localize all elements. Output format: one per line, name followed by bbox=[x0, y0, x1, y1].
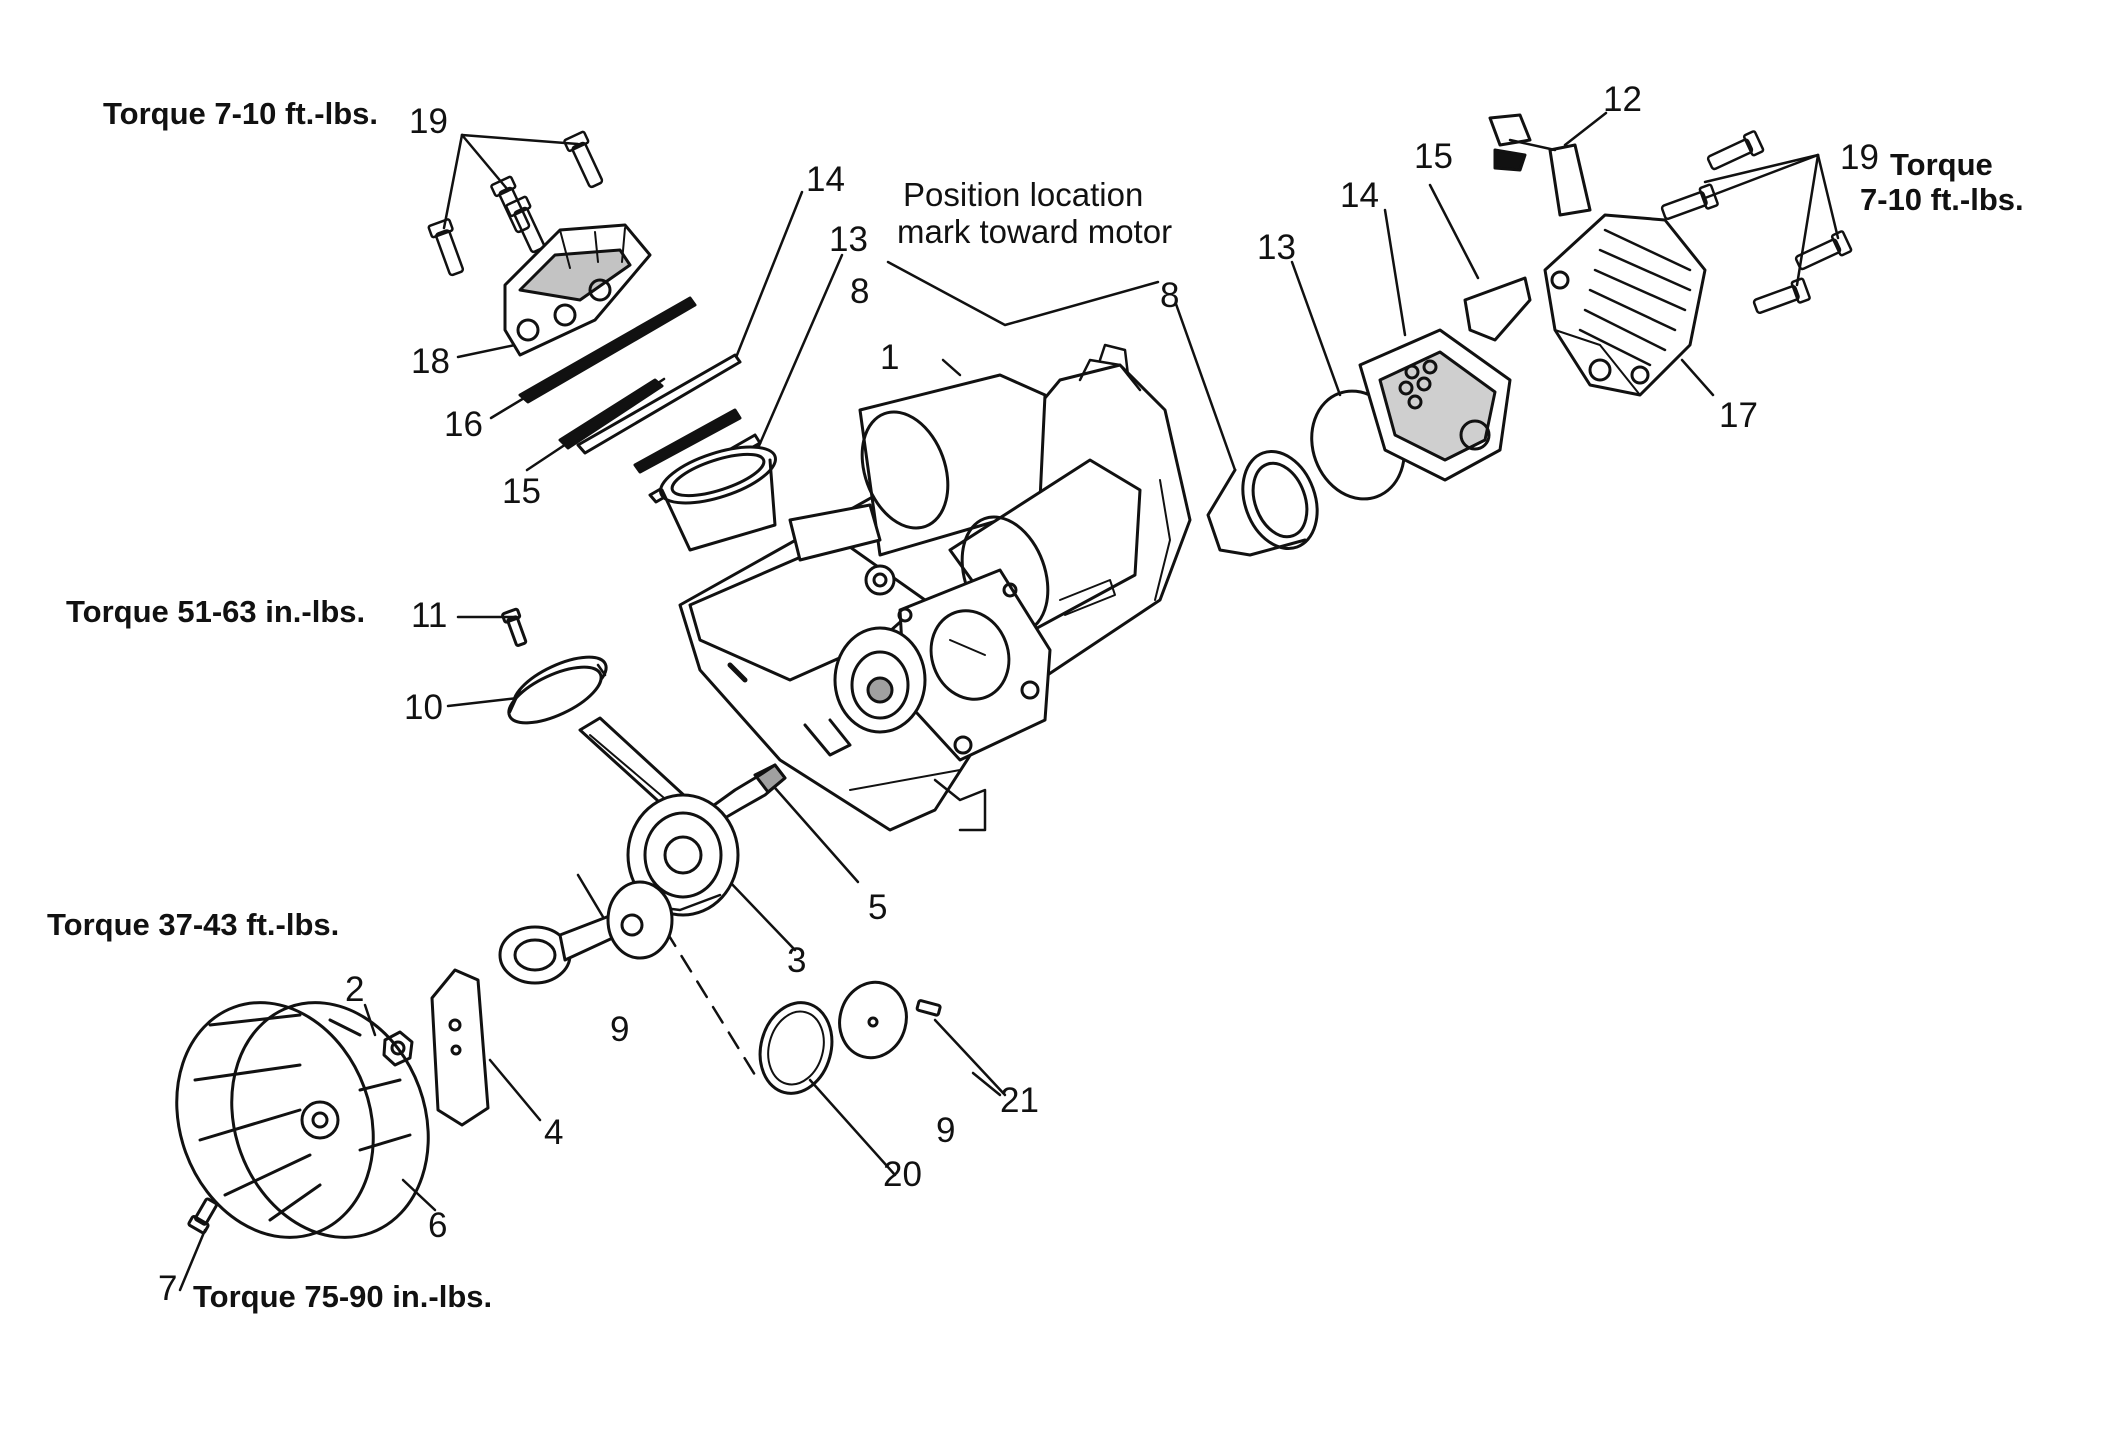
part-15-gasket-right bbox=[1463, 276, 1532, 342]
part-14-valve-plate-right bbox=[1358, 328, 1512, 482]
part-4-bracket bbox=[430, 968, 490, 1127]
callout-21: 21 bbox=[1000, 1081, 1039, 1120]
callout-9-rod: 9 bbox=[610, 1010, 630, 1049]
callout-19-right: 19 bbox=[1840, 138, 1879, 177]
part-21-pin bbox=[915, 999, 942, 1017]
callout-13-right: 13 bbox=[1257, 228, 1296, 267]
callout-6: 6 bbox=[428, 1206, 448, 1245]
callout-20: 20 bbox=[883, 1155, 922, 1194]
callout-2: 2 bbox=[345, 970, 365, 1009]
callout-5: 5 bbox=[868, 888, 888, 927]
callout-14-right: 14 bbox=[1340, 176, 1379, 215]
callout-15-right: 15 bbox=[1414, 137, 1453, 176]
note-torque-2: Torque 37-43 ft.-lbs. bbox=[47, 907, 340, 942]
note-position-line2: mark toward motor bbox=[897, 212, 1173, 250]
note-torque-11: Torque 51-63 in.-lbs. bbox=[66, 594, 366, 629]
leader-lines bbox=[178, 111, 1840, 1292]
part-10-bearing bbox=[507, 655, 608, 725]
callout-16: 16 bbox=[444, 405, 483, 444]
part-6-fan bbox=[175, 1001, 430, 1239]
note-torque-head-right: Torque 7-10 ft.-lbs. bbox=[1860, 147, 2024, 217]
part-1-motor-assembly bbox=[678, 343, 1192, 832]
callout-17: 17 bbox=[1719, 396, 1758, 435]
part-12-tube bbox=[1488, 113, 1592, 217]
note-position-location: Position location mark toward motor bbox=[897, 176, 1173, 251]
callout-13-left: 13 bbox=[829, 220, 868, 259]
callout-14-left: 14 bbox=[806, 160, 845, 199]
callout-1: 1 bbox=[880, 338, 900, 377]
callout-19-left: 19 bbox=[409, 102, 448, 141]
note-position-line1: Position location bbox=[903, 176, 1144, 213]
callout-8-left: 8 bbox=[850, 272, 870, 311]
note-torque-head-right-line1: Torque bbox=[1890, 147, 1993, 182]
callout-8-right: 8 bbox=[1160, 276, 1180, 315]
note-torque-head-left: Torque 7-10 ft.-lbs. bbox=[103, 96, 379, 131]
part-3-connecting-rod bbox=[578, 716, 740, 917]
callout-10: 10 bbox=[404, 688, 443, 727]
callout-3: 3 bbox=[787, 941, 807, 980]
part-8-sleeve-left bbox=[659, 445, 777, 552]
callout-11: 11 bbox=[411, 596, 448, 635]
note-torque-7: Torque 75-90 in.-lbs. bbox=[193, 1279, 493, 1314]
part-9-connecting-rod-small bbox=[498, 880, 674, 985]
note-torque-head-right-line2: 7-10 ft.-lbs. bbox=[1860, 181, 2024, 217]
part-20-ring bbox=[758, 1001, 834, 1095]
part-8-sleeve-right bbox=[1206, 450, 1319, 557]
part-17-cylinder-head-right bbox=[1543, 213, 1707, 397]
callout-4: 4 bbox=[544, 1113, 564, 1152]
callout-18: 18 bbox=[411, 342, 450, 381]
bolts-right bbox=[1660, 130, 1853, 315]
part-18-cylinder-head-left bbox=[503, 223, 652, 357]
callout-15-left: 15 bbox=[502, 472, 541, 511]
part-7-screw bbox=[187, 1197, 218, 1235]
callout-12: 12 bbox=[1603, 80, 1642, 119]
callout-9-disc: 9 bbox=[936, 1111, 956, 1150]
part-11-screw bbox=[501, 607, 528, 647]
callout-7: 7 bbox=[158, 1269, 178, 1308]
part-9-disc bbox=[838, 980, 908, 1060]
